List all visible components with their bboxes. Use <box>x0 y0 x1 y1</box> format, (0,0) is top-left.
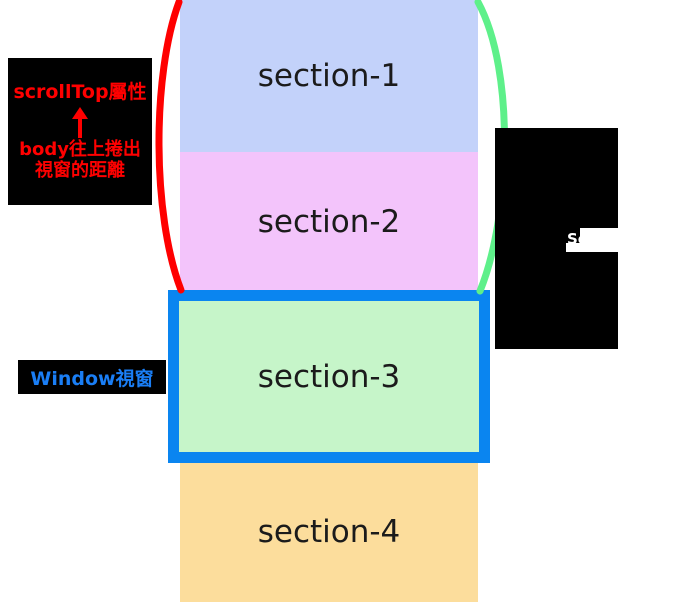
scrolltop-desc-line2: 視窗的距離 <box>35 159 125 181</box>
section-block-3: section-3 <box>179 292 479 462</box>
section-block-1: section-1 <box>180 0 478 152</box>
section-label-2: section-2 <box>257 204 401 240</box>
section-block-2: section-2 <box>180 152 478 292</box>
section-label-4: section-4 <box>257 514 401 550</box>
right-callout-occluder <box>580 228 660 244</box>
section-label-3: section-3 <box>257 359 401 395</box>
scrolltop-desc-line1: body往上捲出 <box>19 139 141 161</box>
section-block-4: section-4 <box>180 462 478 602</box>
scrolltop-callout: scrollTop屬性 body往上捲出 視窗的距離 <box>8 58 152 205</box>
scrolled-out-brace-left-curve <box>155 0 185 294</box>
right-callout-occluder-secondary <box>566 243 618 252</box>
window-callout: Window視窗 <box>18 360 166 394</box>
scrolltop-title: scrollTop屬性 <box>13 81 147 104</box>
window-callout-label: Window視窗 <box>30 367 154 390</box>
section-label-1: section-1 <box>257 58 401 94</box>
up-arrow-icon <box>72 107 88 139</box>
